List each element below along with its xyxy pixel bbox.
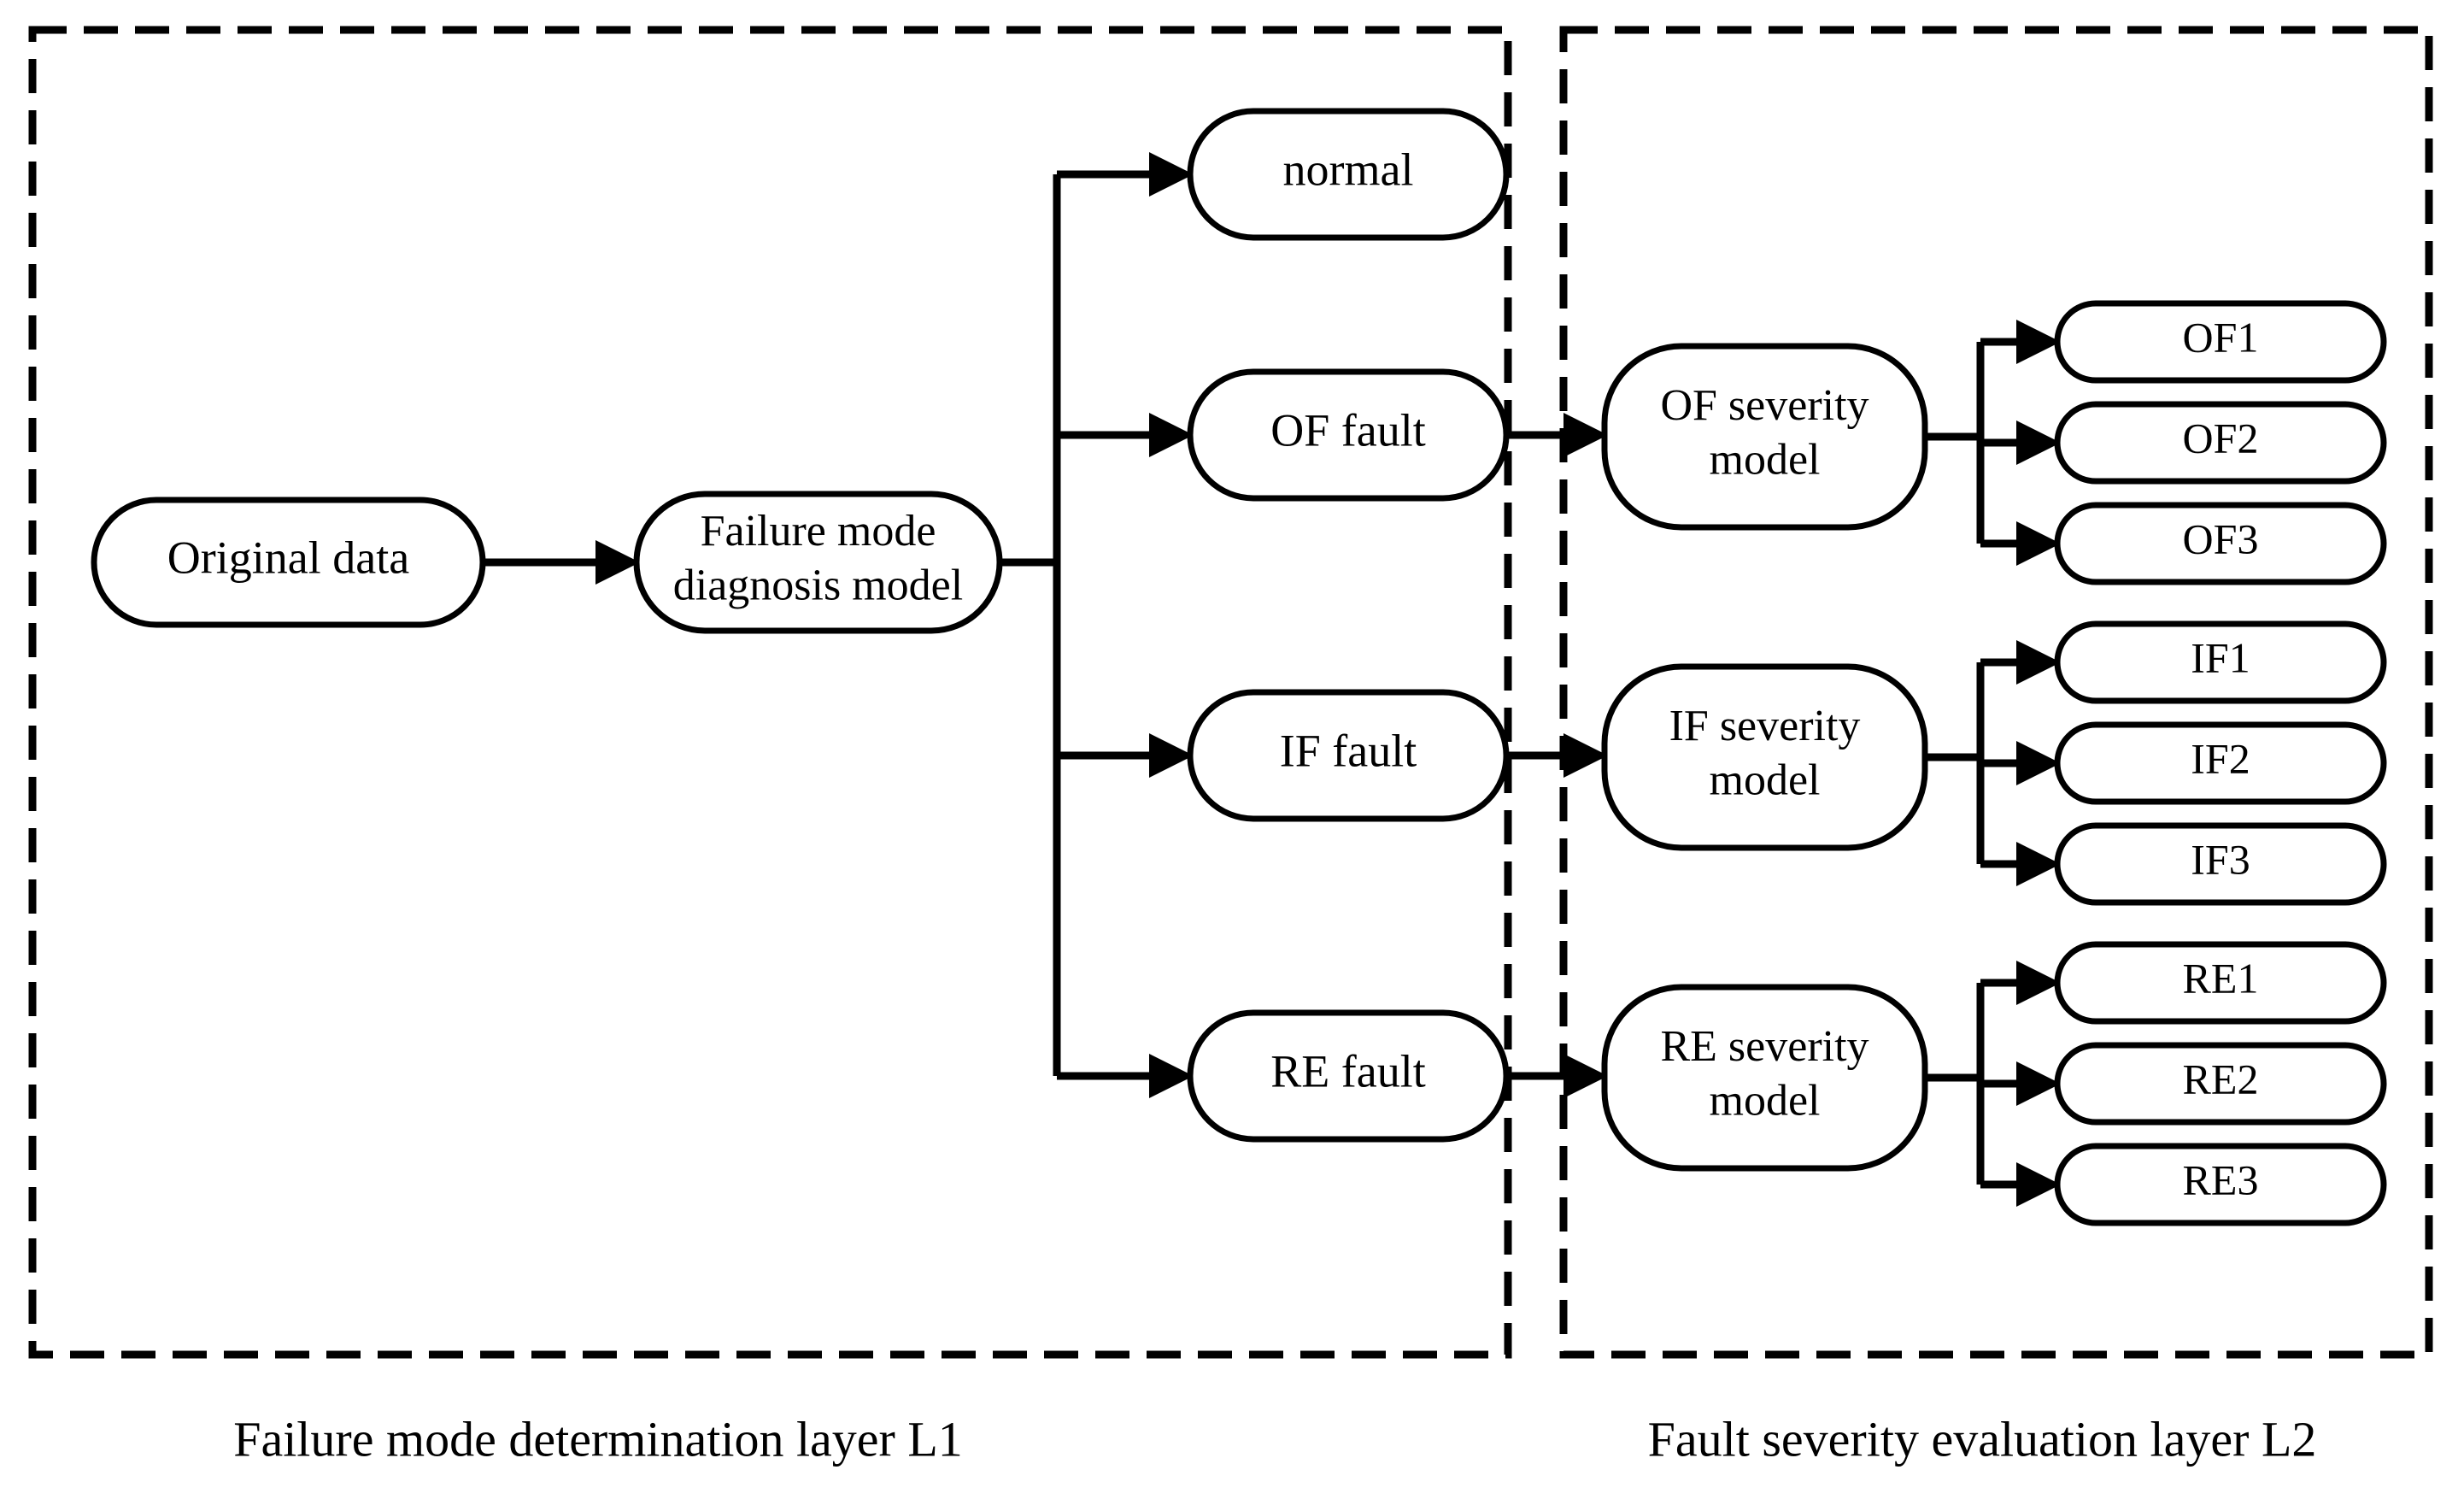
node-shape-if-severity-model <box>1601 663 1928 851</box>
node-re1[interactable]: RE1 <box>2054 941 2387 1025</box>
arrow-head-diagnosis-to-if-fault <box>1149 733 1194 778</box>
node-shape-of3 <box>2054 502 2387 585</box>
edge-diagnosis-fanout <box>1000 152 1194 1098</box>
arrow-head-re-severity-model-to-re3 <box>2016 1162 2061 1207</box>
node-label-of2: OF2 <box>2183 414 2259 461</box>
node-shape-of1 <box>2054 300 2387 384</box>
arrow-head-re-severity-model-to-re1 <box>2016 961 2061 1005</box>
node-label-of1: OF1 <box>2183 313 2259 361</box>
node-shape-re-fault <box>1187 1009 1510 1143</box>
node-label-normal: normal <box>1283 144 1414 195</box>
arrow-head-of-severity-model-to-of2 <box>2016 420 2061 465</box>
arrow-head-of-severity-model-to-of1 <box>2016 320 2061 364</box>
node-label-if-severity-model: IF severity <box>1669 702 1861 750</box>
node-label-original-data: Original data <box>167 532 409 583</box>
node-of2[interactable]: OF2 <box>2054 401 2387 485</box>
node-label-re2: RE2 <box>2183 1055 2259 1102</box>
edge-re-severity-model-fanout <box>1925 961 2061 1207</box>
edge-if-severity-model-fanout <box>1925 640 2061 886</box>
node-shape-re3 <box>2054 1143 2387 1226</box>
node-diagnosis-model[interactable]: Failure mode diagnosis model <box>633 491 1003 634</box>
node-shape-re-severity-model <box>1601 984 1928 1172</box>
node-label-if-severity-model: model <box>1710 756 1821 805</box>
arrow-head-diagnosis-to-normal <box>1149 152 1194 197</box>
node-label-re1: RE1 <box>2183 954 2259 1002</box>
node-shape-diagnosis-model <box>633 491 1003 634</box>
node-shape-if-fault <box>1187 689 1510 822</box>
node-label-of-severity-model: OF severity <box>1660 381 1869 430</box>
node-label-re-fault: RE fault <box>1270 1045 1425 1096</box>
node-of1[interactable]: OF1 <box>2054 300 2387 384</box>
node-re3[interactable]: RE3 <box>2054 1143 2387 1226</box>
arrow-head-of-fault-to-of-severity-model <box>1563 413 1608 457</box>
layer-caption-group: Failure mode determination layer L1 Fault… <box>233 1411 2316 1467</box>
edge-original-to-diagnosis <box>483 540 640 585</box>
node-label-if1: IF1 <box>2191 633 2250 681</box>
node-normal[interactable]: normal <box>1187 108 1510 241</box>
node-shape-normal <box>1187 108 1510 241</box>
node-re-fault[interactable]: RE fault <box>1187 1009 1510 1143</box>
node-if1[interactable]: IF1 <box>2054 620 2387 704</box>
node-shape-if1 <box>2054 620 2387 704</box>
node-if3[interactable]: IF3 <box>2054 822 2387 906</box>
arrow-head-re-severity-model-to-re2 <box>2016 1061 2061 1106</box>
layer-boundary-l2 <box>1559 26 2433 1359</box>
node-shape-if2 <box>2054 721 2387 805</box>
layer-caption-l1: Failure mode determination layer L1 <box>233 1411 963 1467</box>
node-of-severity-model[interactable]: OF severity model <box>1601 343 1928 531</box>
node-label-if-fault: IF fault <box>1280 725 1417 776</box>
node-label-re-severity-model: RE severity <box>1660 1022 1869 1071</box>
edge-of-severity-model-fanout <box>1925 320 2061 566</box>
node-shape-re1 <box>2054 941 2387 1025</box>
node-of-fault[interactable]: OF fault <box>1187 368 1510 502</box>
edge-of-fault-to-of-severity-model <box>1506 413 1608 457</box>
layer-boundary-group <box>28 26 2433 1359</box>
node-label-of-fault: OF fault <box>1270 404 1426 456</box>
node-if-fault[interactable]: IF fault <box>1187 689 1510 822</box>
node-shape-re2 <box>2054 1042 2387 1126</box>
node-if2[interactable]: IF2 <box>2054 721 2387 805</box>
node-label-of-severity-model: model <box>1710 436 1821 485</box>
arrow-head-diagnosis-to-re-fault <box>1149 1054 1194 1098</box>
node-re-severity-model[interactable]: RE severity model <box>1601 984 1928 1172</box>
arrow-head-diagnosis-to-of-fault <box>1149 413 1194 457</box>
arrow-head-original-to-diagnosis <box>595 540 640 585</box>
node-re2[interactable]: RE2 <box>2054 1042 2387 1126</box>
edge-re-fault-to-re-severity-model <box>1506 1054 1608 1098</box>
node-shape-of2 <box>2054 401 2387 485</box>
node-label-re-severity-model: model <box>1710 1077 1821 1126</box>
node-shape-if3 <box>2054 822 2387 906</box>
node-label-of3: OF3 <box>2183 514 2259 562</box>
connector-group <box>483 152 2061 1207</box>
node-shape-original-data <box>91 497 486 628</box>
node-label-if2: IF2 <box>2191 734 2250 782</box>
node-label-re3: RE3 <box>2183 1155 2259 1203</box>
edge-if-fault-to-if-severity-model <box>1506 733 1608 778</box>
node-of3[interactable]: OF3 <box>2054 502 2387 585</box>
arrow-head-re-fault-to-re-severity-model <box>1563 1054 1608 1098</box>
node-shape-of-fault <box>1187 368 1510 502</box>
node-label-diagnosis-model: diagnosis model <box>673 561 963 610</box>
node-label-diagnosis-model: Failure mode <box>701 507 936 556</box>
node-shape-of-severity-model <box>1601 343 1928 531</box>
layer-caption-l2: Fault severity evaluation layer L2 <box>1648 1411 2317 1467</box>
node-group: Original data Failure mode diagnosis model… <box>91 108 2387 1226</box>
node-if-severity-model[interactable]: IF severity model <box>1601 663 1928 851</box>
arrow-head-of-severity-model-to-of3 <box>2016 521 2061 566</box>
arrow-head-if-fault-to-if-severity-model <box>1563 733 1608 778</box>
arrow-head-if-severity-model-to-if2 <box>2016 741 2061 785</box>
arrow-head-if-severity-model-to-if1 <box>2016 640 2061 685</box>
node-original-data[interactable]: Original data <box>91 497 486 628</box>
arrow-head-if-severity-model-to-if3 <box>2016 842 2061 886</box>
layer-boundary-l1 <box>28 26 1512 1359</box>
node-label-if3: IF3 <box>2191 835 2250 883</box>
